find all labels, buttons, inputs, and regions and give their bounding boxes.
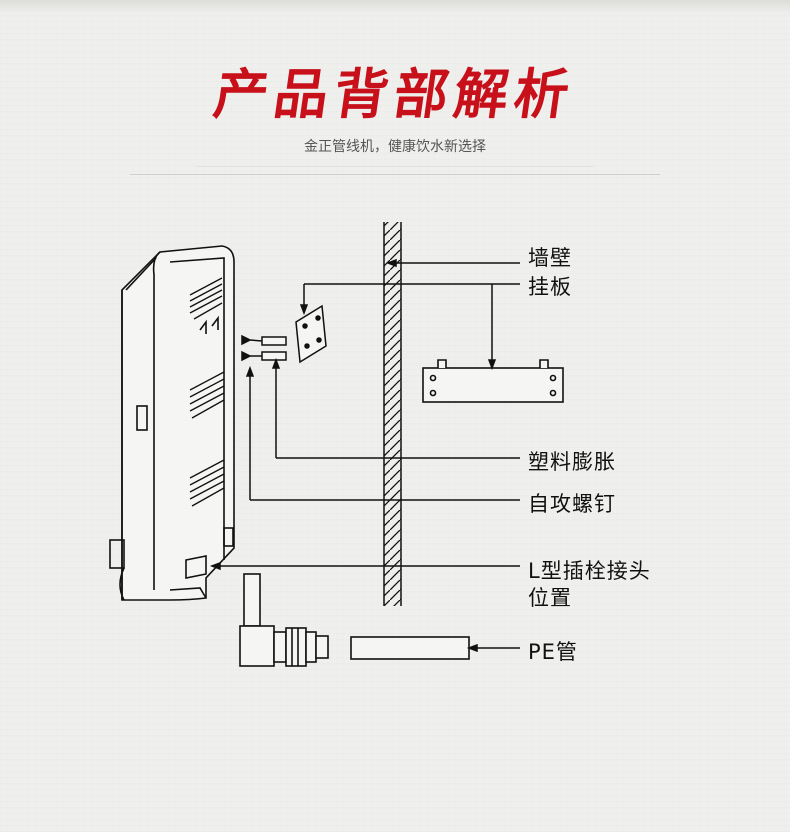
top-band xyxy=(0,0,790,14)
l-connector-part xyxy=(239,573,329,667)
label-plastic-anchor: 塑料膨胀 xyxy=(528,450,616,474)
label-l-connector: L型插栓接头 xyxy=(528,559,651,583)
pe-pipe-part xyxy=(350,636,470,660)
water-machine-back xyxy=(109,245,235,601)
label-pe-pipe: PE管 xyxy=(528,640,578,664)
page-subtitle: 金正管线机，健康饮水新选择 xyxy=(304,139,486,155)
fine-print-line: …………………………………………………………………………………………………………… xyxy=(130,163,660,175)
leader-lines xyxy=(209,258,520,653)
wall-section xyxy=(383,222,402,606)
screw-and-anchor-parts xyxy=(241,304,327,364)
label-l-connector-position: 位置 xyxy=(528,586,572,610)
label-wall: 墙壁 xyxy=(528,246,572,270)
label-self-tapping-screw: 自攻螺钉 xyxy=(528,492,616,516)
hanging-plate-detail xyxy=(422,359,564,403)
label-hanging-plate: 挂板 xyxy=(528,275,572,299)
